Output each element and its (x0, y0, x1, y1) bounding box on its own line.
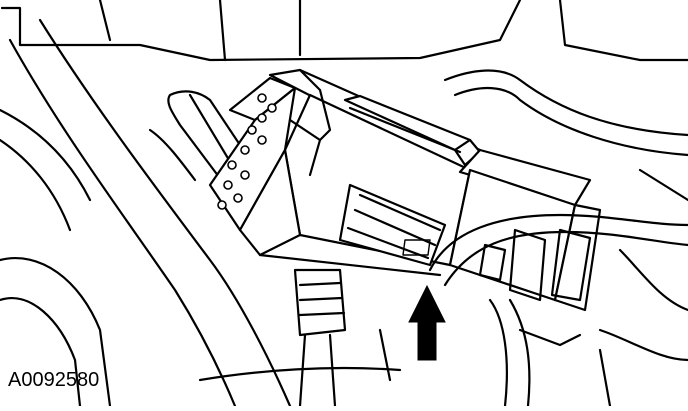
mating-connector (448, 148, 602, 347)
hose (8, 18, 292, 408)
figure-id-label: A0092580 (8, 369, 100, 391)
connector-terminal-face (208, 76, 297, 232)
up-arrow-icon (408, 284, 446, 361)
lower-structure (198, 328, 612, 408)
wire-right (428, 213, 688, 408)
locking-tab (343, 94, 482, 167)
latch-window (338, 183, 447, 267)
mounting-post (293, 268, 347, 408)
